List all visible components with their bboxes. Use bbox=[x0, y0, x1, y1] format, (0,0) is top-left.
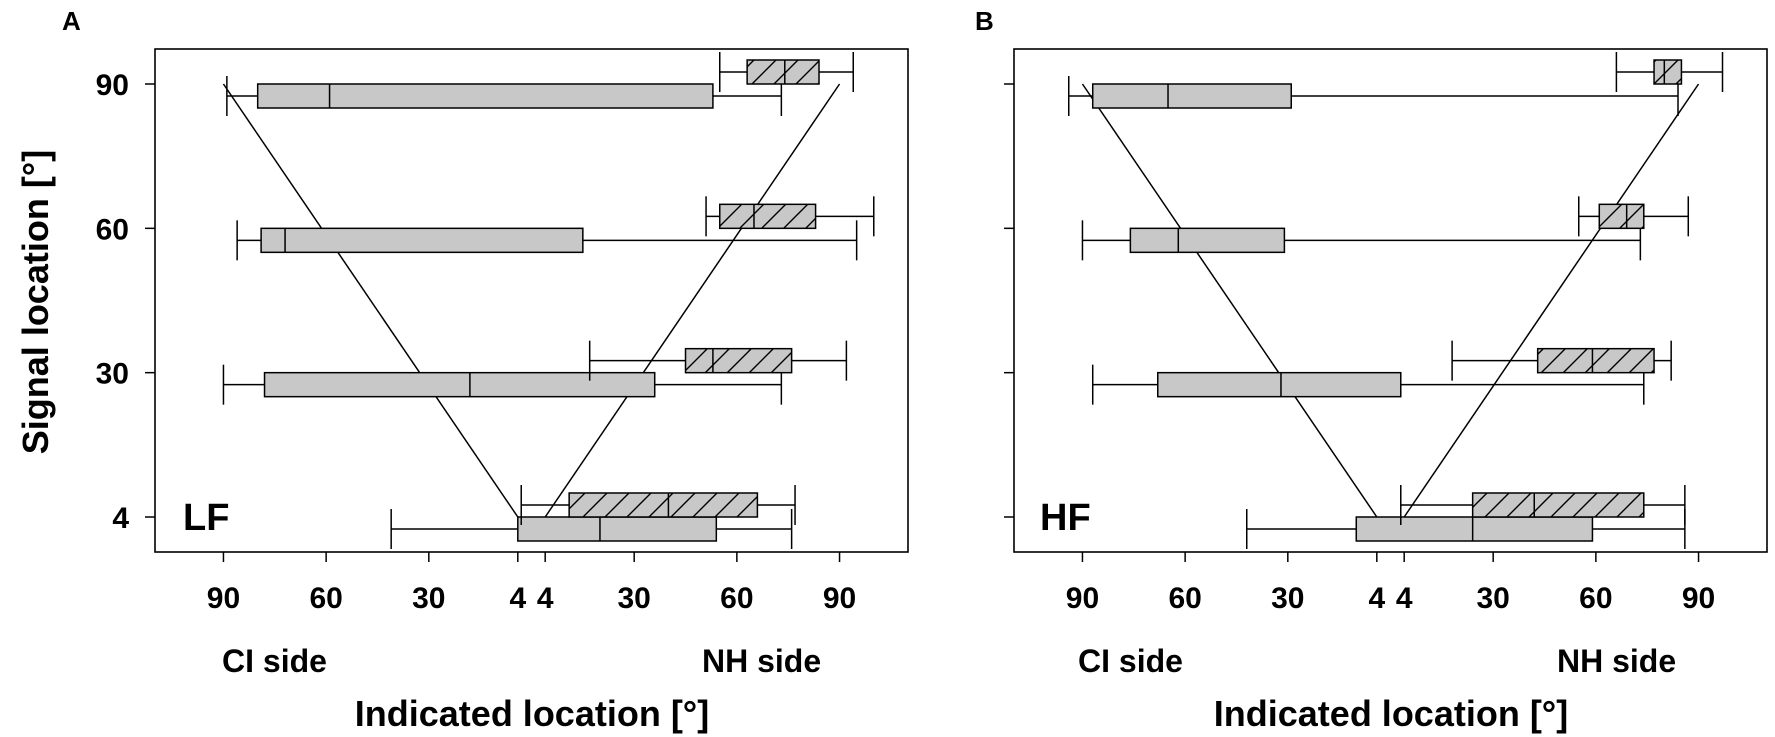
nh-box-30 bbox=[1451, 340, 1672, 381]
iqr-box bbox=[1471, 492, 1645, 518]
x-tick-label: 60 bbox=[309, 582, 342, 615]
ci-side-label: CI side bbox=[222, 643, 327, 679]
iqr-box bbox=[256, 83, 714, 109]
y-tick-label: 4 bbox=[112, 502, 129, 535]
iqr-box bbox=[1091, 83, 1292, 109]
iqr-box bbox=[568, 492, 759, 518]
x-tick-label: 30 bbox=[617, 582, 650, 615]
y-tick-label: 90 bbox=[96, 69, 129, 102]
iqr-box bbox=[1157, 371, 1402, 398]
iqr-box bbox=[263, 371, 656, 398]
iqr-box bbox=[684, 347, 793, 374]
reference-line bbox=[1403, 83, 1700, 518]
nh-box-4 bbox=[1400, 485, 1686, 525]
x-tick-label: 90 bbox=[1066, 582, 1099, 615]
ci-side-label: CI side bbox=[1078, 643, 1183, 679]
iqr-box bbox=[719, 203, 817, 230]
nh-box-90 bbox=[719, 52, 854, 92]
x-tick-label: 60 bbox=[720, 582, 753, 615]
x-tick-label: 30 bbox=[1476, 582, 1509, 615]
box-plots bbox=[1068, 52, 1724, 549]
nh-box-60 bbox=[705, 196, 875, 237]
condition-label: LF bbox=[183, 497, 229, 539]
panel-letter: B bbox=[975, 6, 994, 36]
iqr-box bbox=[1129, 227, 1286, 254]
iqr-box bbox=[1598, 203, 1645, 230]
x-tick-label: 4 bbox=[1368, 582, 1385, 615]
box-plots bbox=[222, 52, 875, 549]
ci-box-30 bbox=[1091, 364, 1645, 405]
iqr-box bbox=[1536, 347, 1655, 374]
ci-box-60 bbox=[236, 220, 858, 261]
y-tick-label: 30 bbox=[96, 358, 129, 391]
x-tick-label: 60 bbox=[1168, 582, 1201, 615]
x-tick-label: 30 bbox=[1271, 582, 1304, 615]
x-tick-label: 4 bbox=[509, 582, 526, 615]
iqr-box bbox=[746, 59, 820, 85]
x-axis-label: Indicated location [°] bbox=[1214, 693, 1568, 734]
x-tick-label: 4 bbox=[1396, 582, 1413, 615]
plot-frame bbox=[1013, 48, 1768, 553]
reference-lines bbox=[1081, 83, 1700, 518]
y-axis-label: Signal location [°] bbox=[15, 150, 56, 454]
y-tick-label: 60 bbox=[96, 213, 129, 246]
nh-box-30 bbox=[588, 340, 848, 381]
reference-line bbox=[544, 83, 841, 518]
iqr-box bbox=[517, 516, 718, 542]
ci-box-90 bbox=[1068, 76, 1679, 116]
nh-side-label: NH side bbox=[1557, 643, 1676, 679]
x-axis-label: Indicated location [°] bbox=[355, 693, 709, 734]
x-tick-label: 60 bbox=[1579, 582, 1612, 615]
reference-line bbox=[1081, 83, 1378, 518]
x-tick-label: 90 bbox=[1682, 582, 1715, 615]
panel-letter: A bbox=[62, 6, 81, 36]
ci-box-60 bbox=[1081, 220, 1642, 261]
x-tick-label: 90 bbox=[207, 582, 240, 615]
y-tick-labels: 4 30 60 90 bbox=[96, 69, 155, 535]
nh-box-60 bbox=[1578, 196, 1690, 237]
reference-lines bbox=[222, 83, 841, 518]
nh-box-4 bbox=[520, 485, 796, 525]
x-tick-label: 4 bbox=[537, 582, 554, 615]
iqr-box bbox=[1355, 516, 1594, 542]
reference-line bbox=[222, 83, 519, 518]
ci-box-4 bbox=[390, 509, 793, 549]
nh-box-90 bbox=[1615, 52, 1724, 92]
iqr-box bbox=[260, 227, 584, 254]
nh-side-label: NH side bbox=[702, 643, 821, 679]
x-tick-label: 30 bbox=[412, 582, 445, 615]
y-tick-labels bbox=[1004, 83, 1014, 518]
plot-frame bbox=[154, 48, 909, 553]
ci-box-90 bbox=[226, 76, 783, 116]
iqr-box bbox=[1653, 59, 1683, 85]
x-tick-label: 90 bbox=[823, 582, 856, 615]
condition-label: HF bbox=[1040, 497, 1091, 539]
